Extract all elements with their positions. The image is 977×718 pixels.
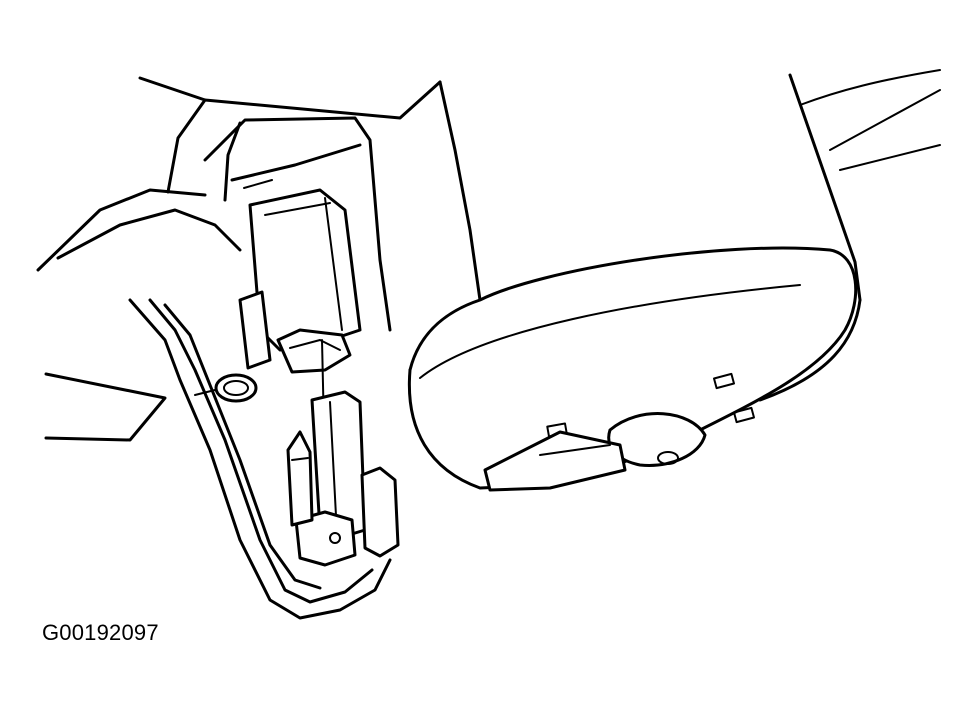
upper-connector [238,188,362,374]
motor-housing [407,69,941,492]
figure-id-label: G00192097 [42,620,159,645]
upper-bracket [36,76,442,332]
mount-bracket [44,298,392,620]
lower-connector [286,390,400,567]
